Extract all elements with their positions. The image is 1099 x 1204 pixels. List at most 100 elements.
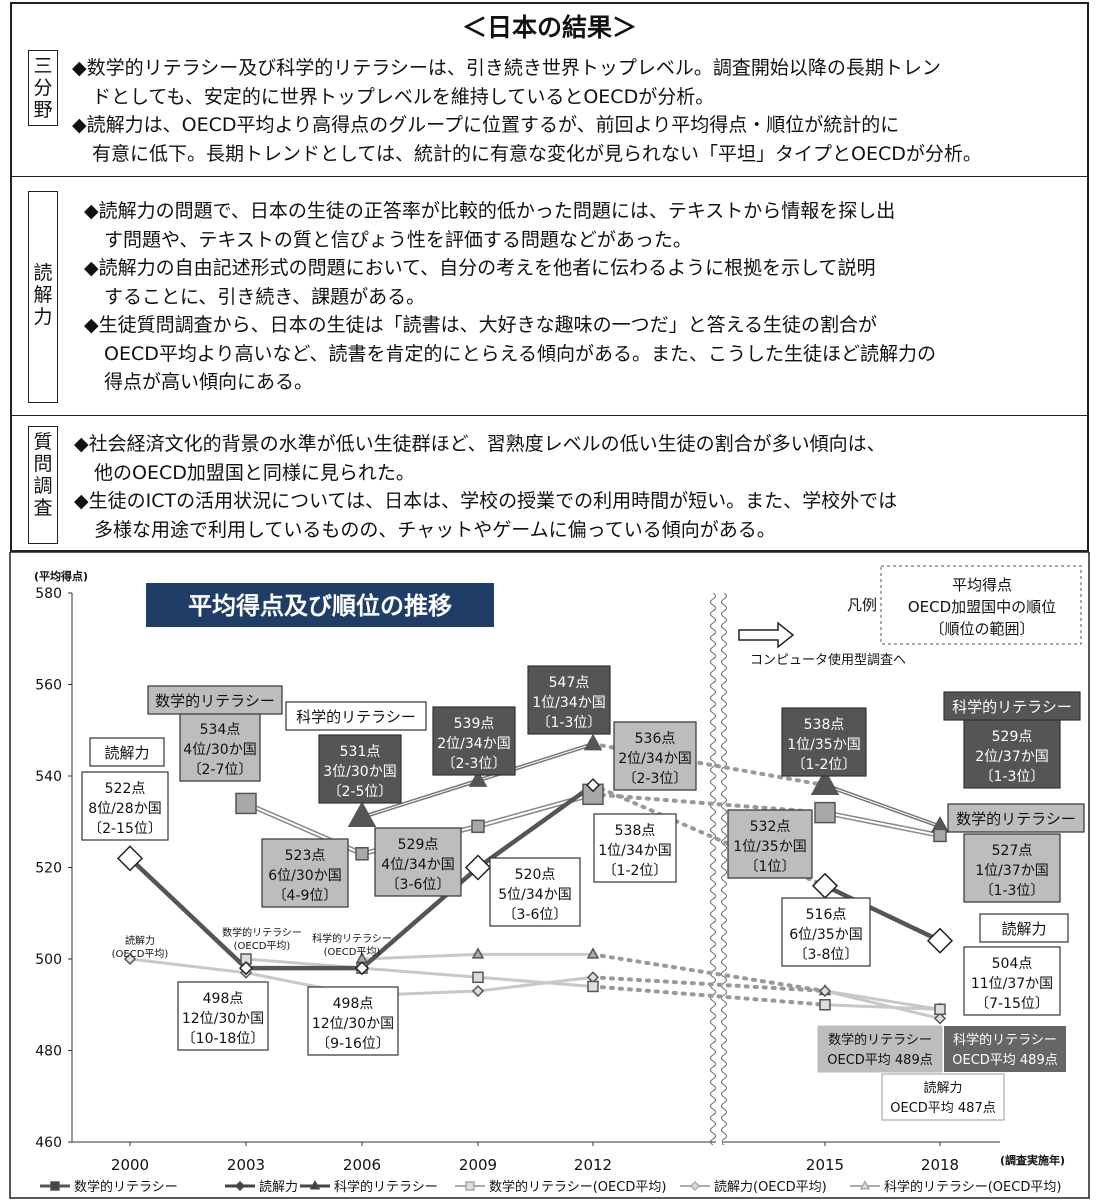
data-point (464, 854, 492, 881)
section-label-three-fields: 三分野 (28, 50, 58, 126)
reading-2000-label-box (81, 771, 169, 841)
science-2009-label-text: 〔2-3位〕 (442, 756, 507, 772)
y-tick-label: 580 (35, 586, 62, 602)
math-2018-label-text: 527点 (992, 843, 1033, 859)
legend-box-line: 平均得点 (952, 576, 1012, 594)
reading-2000-label-text: 522点 (105, 781, 146, 797)
y-tick-label: 460 (35, 1135, 62, 1151)
reading-2000-label-text: 8位/28か国 (88, 801, 161, 817)
legend-swatch-marker (50, 1181, 60, 1191)
legend-swatch-marker (234, 1180, 246, 1192)
reading-tag-2018-box (979, 913, 1069, 943)
data-point (814, 801, 836, 824)
series-line-3 (476, 975, 595, 988)
legend-entry: 数学的リテラシー (74, 1179, 178, 1195)
oecd-reading-2018-box (881, 1073, 1005, 1121)
data-point (235, 792, 257, 815)
oecd-science-2018-text: 科学的リテラシー (953, 1032, 1057, 1048)
reading-2012-label-box (593, 813, 677, 883)
reading-2018-label-box (963, 946, 1061, 1016)
science-2012-label-text: 1位/34か国 (532, 695, 605, 711)
section-label-questionnaire: 質問調査 (28, 426, 58, 544)
legend-entry: 数学的リテラシー(OECD平均) (489, 1179, 666, 1195)
reading-tag-box (89, 737, 165, 767)
data-point (123, 952, 137, 966)
math-2015-label-box (727, 809, 813, 879)
reading-2018-label-text: 11位/37か国 (971, 976, 1053, 992)
oecd-science-2018-text: OECD平均 489点 (952, 1053, 1057, 1068)
section-text-three-fields: ◆数学的リテラシー及び科学的リテラシーは、引き続き世界トップレベル。調査開始以降… (72, 57, 982, 165)
data-point (468, 770, 488, 787)
data-point (811, 872, 839, 899)
legend-box (880, 565, 1082, 645)
section-label-reading: 読解力 (28, 191, 58, 403)
series-line-2-inner (361, 780, 479, 818)
x-tick-label: 2006 (343, 1156, 381, 1174)
math-tag-text: 数学的リテラシー (155, 692, 275, 710)
x-tick-label: 2009 (459, 1156, 497, 1174)
science-2018-label-text: 〔1-3位〕 (980, 769, 1045, 785)
data-point (116, 845, 144, 872)
science-tag-2018-text: 科学的リテラシー (952, 698, 1072, 716)
data-point (355, 847, 369, 861)
section-questionnaire: 質問調査 ◆社会経済文化的背景の水準が低い生徒群ほど、習熟度レベルの低い生徒の割… (12, 416, 1087, 552)
series-line-0-inner (824, 811, 941, 837)
math-tag-box (147, 685, 283, 715)
oecd-math-2018-text: 数学的リテラシー (828, 1032, 932, 1048)
science-tag-text: 科学的リテラシー (296, 708, 416, 726)
oecd-reading-tag: 読解力 (125, 934, 155, 947)
reading-2012-label-text: 1位/34か国 (598, 843, 671, 859)
chart-frame (9, 551, 1090, 1199)
science-2018-label-text: 2位/37か国 (975, 749, 1048, 765)
legend-box-line: 〔順位の範囲〕 (929, 620, 1034, 638)
science-2015-label-text: 1位/35か国 (787, 737, 860, 753)
math-2012-label-text: 2位/34か国 (618, 751, 691, 767)
science-tag-2018-box (943, 691, 1081, 721)
reading-2006-label-text: 〔9-16位〕 (316, 1036, 390, 1052)
science-2009-label-box (432, 706, 516, 776)
data-point (583, 733, 603, 751)
math-tag-2018-box (947, 803, 1085, 833)
legend-swatch-marker (859, 1180, 871, 1190)
axis-break-line (710, 592, 716, 1146)
reading-2012-label-text: 〔1-2位〕 (603, 863, 668, 879)
reading-2009-label-text: 520点 (515, 867, 556, 883)
data-point (933, 828, 947, 843)
reading-tag-2018-text: 読解力 (1001, 920, 1046, 938)
data-point (587, 980, 599, 993)
y-tick-label: 480 (35, 1044, 62, 1060)
reading-2003-label-text: 12位/30か国 (182, 1011, 264, 1027)
reading-2015-label-text: 〔3-8位〕 (794, 947, 859, 963)
math-2009-label-box (374, 827, 462, 897)
series-line-2-inner (824, 784, 941, 827)
series-line-1 (127, 856, 249, 971)
oecd-reading-tag: (OECD平均) (112, 948, 169, 960)
legend-entry: 科学的リテラシー(OECD平均) (884, 1179, 1061, 1195)
data-point (933, 1012, 947, 1025)
math-2006-label-text: 6位/30か国 (268, 868, 341, 884)
data-point (585, 778, 601, 793)
math-2012-label-text: 536点 (635, 731, 676, 747)
math-2018-label-text: 〔1-3位〕 (980, 883, 1045, 899)
series-line-1 (475, 782, 596, 870)
science-2012-label-text: 〔1-3位〕 (537, 715, 602, 731)
science-2006-label-text: 〔2-5位〕 (328, 784, 393, 800)
reading-2006-label-text: 12位/30か国 (312, 1016, 394, 1032)
data-point (926, 927, 954, 954)
data-point (586, 947, 600, 959)
legend-entry: 読解力(OECD平均) (714, 1179, 827, 1195)
science-2015-label-text: 〔1-2位〕 (792, 757, 857, 773)
reading-2015-label-text: 6位/35か国 (789, 927, 862, 943)
reading-2018-label-text: 504点 (992, 956, 1033, 972)
oecd-math-2018-box (817, 1025, 943, 1073)
reading-2000-label-text: 〔2-15位〕 (88, 821, 162, 837)
reading-2006-label-text: 498点 (333, 996, 374, 1012)
divider (12, 176, 1087, 177)
math-2018-label-text: 1位/37か国 (975, 863, 1048, 879)
legend-entry: 科学的リテラシー (334, 1179, 438, 1195)
reading-2009-label-text: 5位/34か国 (498, 887, 571, 903)
science-2006-label-text: 3位/30か国 (323, 764, 396, 780)
oecd-science-tag: 科学的リテラシー (312, 932, 392, 945)
data-point (810, 769, 840, 795)
